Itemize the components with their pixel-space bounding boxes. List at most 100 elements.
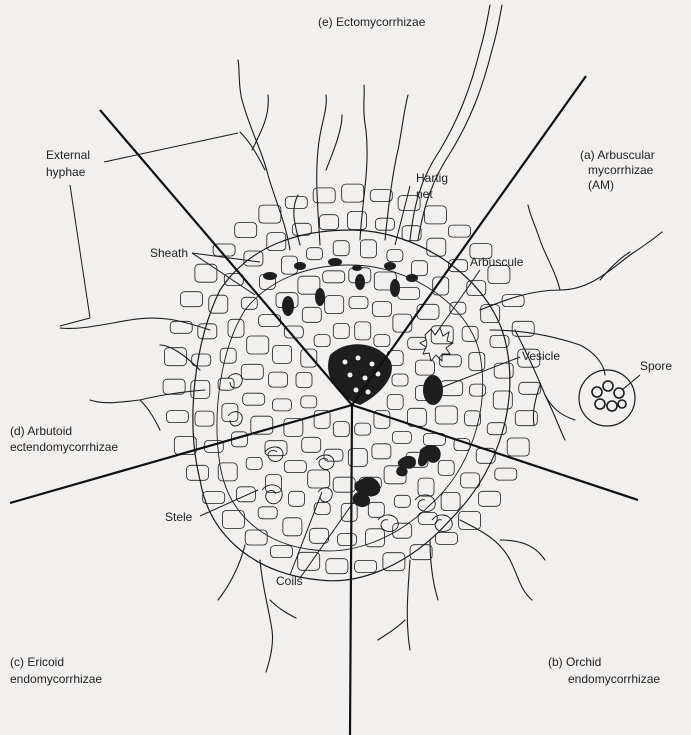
cortex-cell [437, 459, 455, 476]
cortex-cell [297, 275, 321, 295]
cortex-cell [369, 189, 393, 203]
label-ericoid-line2: endomycorrhizae [10, 672, 102, 686]
cortex-cell [340, 502, 358, 522]
cortex-cell [265, 474, 282, 493]
cortex-cell [291, 222, 312, 236]
cortex-cell [162, 378, 186, 395]
cortex-cell [372, 301, 392, 317]
cortex-cell [468, 352, 486, 371]
cortex-cell [301, 306, 322, 323]
cortex-cell [332, 421, 350, 438]
ericoid-coils [227, 373, 335, 505]
cortex-cell [322, 270, 346, 284]
label-arbutoid-line2: ectendomycorrhizae [10, 440, 118, 454]
cortex-cell [407, 336, 428, 350]
cortex-cell [354, 560, 378, 573]
cortex-cell [461, 325, 479, 342]
cortex-cell [245, 456, 263, 470]
cortex-cell [309, 527, 330, 544]
cortex-cell [371, 443, 392, 460]
cortex-cell [373, 409, 391, 429]
cortex-cell [469, 383, 487, 397]
vesicle-shape [423, 375, 443, 405]
cortex-cell [271, 398, 292, 412]
cortex-cell [242, 392, 266, 406]
cortex-cell [337, 533, 357, 546]
cortex-cell [264, 440, 288, 457]
hartig-net-cells [263, 258, 418, 316]
cortex-cell [306, 247, 323, 261]
cortex-cell [489, 334, 510, 348]
cortex-cell [268, 371, 288, 388]
cortex-cell [426, 237, 447, 257]
label-ectomycorrhizae: (e) Ectomycorrhizae [318, 15, 426, 29]
label-spore: Spore [640, 359, 672, 373]
cortex-cell [417, 477, 435, 497]
cortex-cell [270, 545, 293, 558]
label-ericoid-line1: (c) Ericoid [10, 655, 64, 669]
cortex-cell [480, 304, 501, 324]
arbuscule-shape [419, 327, 454, 363]
cortex-cell [458, 510, 481, 530]
cortex-cell [460, 472, 481, 489]
cortex-cell [227, 318, 245, 338]
cortex-cell [365, 528, 385, 548]
cortex-cell [518, 381, 542, 395]
label-am-line2: mycorrhizae [588, 163, 654, 177]
label-orchid-line2: endomycorrhizae [568, 672, 660, 686]
cortex-cell [295, 372, 313, 388]
cortex-cell [197, 323, 218, 340]
cortex-cell [391, 430, 412, 444]
cortex-cell [486, 422, 507, 436]
cortex-cell [506, 437, 530, 457]
cortex-cell [240, 296, 258, 310]
cortex-cell [417, 512, 438, 525]
cortex-cell [300, 348, 318, 368]
cortex-cell [219, 347, 237, 364]
cortex-cell [246, 335, 270, 355]
label-stele: Stele [165, 510, 193, 524]
cortex-cell [477, 490, 501, 507]
label-hartig-line2: net [416, 187, 433, 201]
cortex-cell [448, 224, 471, 238]
cortex-cell [313, 409, 331, 429]
orchid-coils-open [377, 494, 453, 533]
cortex-cell [325, 558, 349, 575]
cortex-cell [300, 395, 318, 409]
cortex-cell [393, 494, 411, 508]
cortex-cell [392, 522, 413, 539]
cortex-cell [234, 222, 258, 239]
cortex-cell [163, 347, 187, 367]
cortex-cell [221, 403, 239, 422]
cortex-cell [332, 322, 350, 339]
label-coils: Coils [276, 574, 303, 588]
cortex-cell [392, 313, 413, 333]
hyphae [59, 4, 663, 673]
cortex-cell [319, 214, 339, 231]
cortex-cell [313, 334, 331, 348]
cortex-cell [288, 490, 305, 507]
cortex-cell [240, 363, 264, 380]
cortex-cell [415, 359, 435, 376]
cortex-cell [217, 462, 238, 482]
cortex-cell [514, 410, 538, 427]
label-am-line1: (a) Arbuscular [580, 148, 655, 162]
spore-shape [578, 369, 636, 427]
cortex-cell [432, 276, 450, 296]
cortex-cell [165, 410, 189, 424]
cortex-cell [235, 486, 256, 503]
label-arbuscule: Arbuscule [470, 255, 524, 269]
sector-lines [9, 75, 639, 735]
cortex-cell [386, 393, 404, 410]
cortex-cell [386, 249, 404, 263]
cortex-cell [423, 205, 447, 225]
cortex-cell [430, 325, 454, 345]
cortex-cell [266, 232, 287, 252]
cortex-cell [487, 265, 511, 284]
label-external-line2: hyphae [46, 165, 86, 179]
cortex-cell [194, 410, 215, 427]
label-vesicle: Vesicle [522, 349, 560, 363]
cortex-cell [250, 415, 274, 435]
